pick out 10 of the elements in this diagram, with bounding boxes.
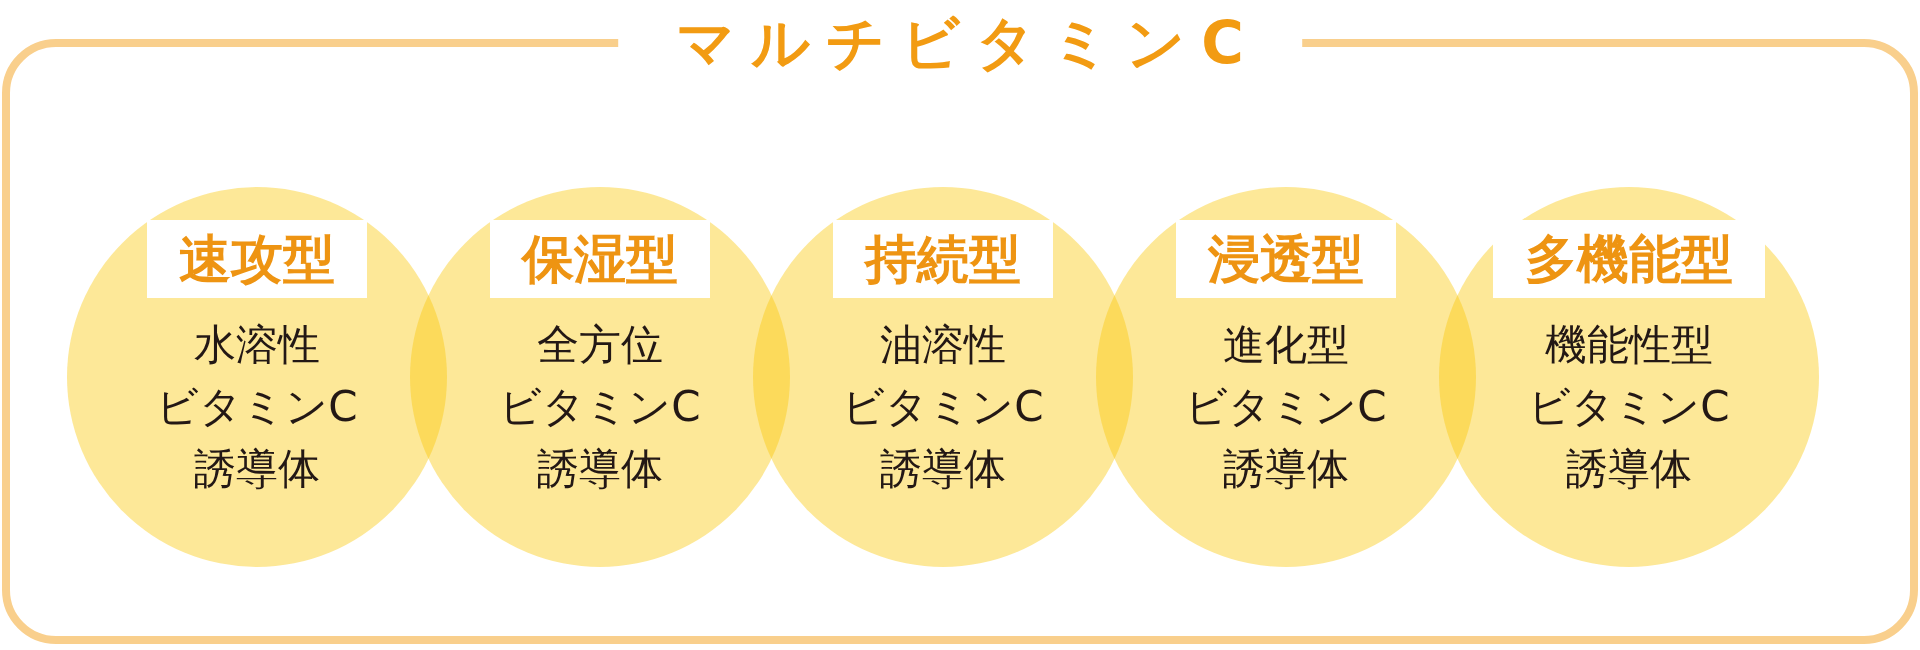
type-heading: 持続型 [833,220,1053,298]
type-heading: 浸透型 [1176,220,1396,298]
type-heading: 多機能型 [1493,220,1765,298]
type-description: 水溶性ビタミンC誘導体 [156,319,358,495]
type-heading: 保湿型 [490,220,710,298]
type-description: 進化型ビタミンC誘導体 [1185,319,1387,495]
type-description: 全方位ビタミンC誘導体 [499,319,701,495]
type-description: 油溶性ビタミンC誘導体 [842,319,1044,495]
type-heading: 速攻型 [147,220,367,298]
type-description: 機能性型ビタミンC誘導体 [1528,319,1730,495]
